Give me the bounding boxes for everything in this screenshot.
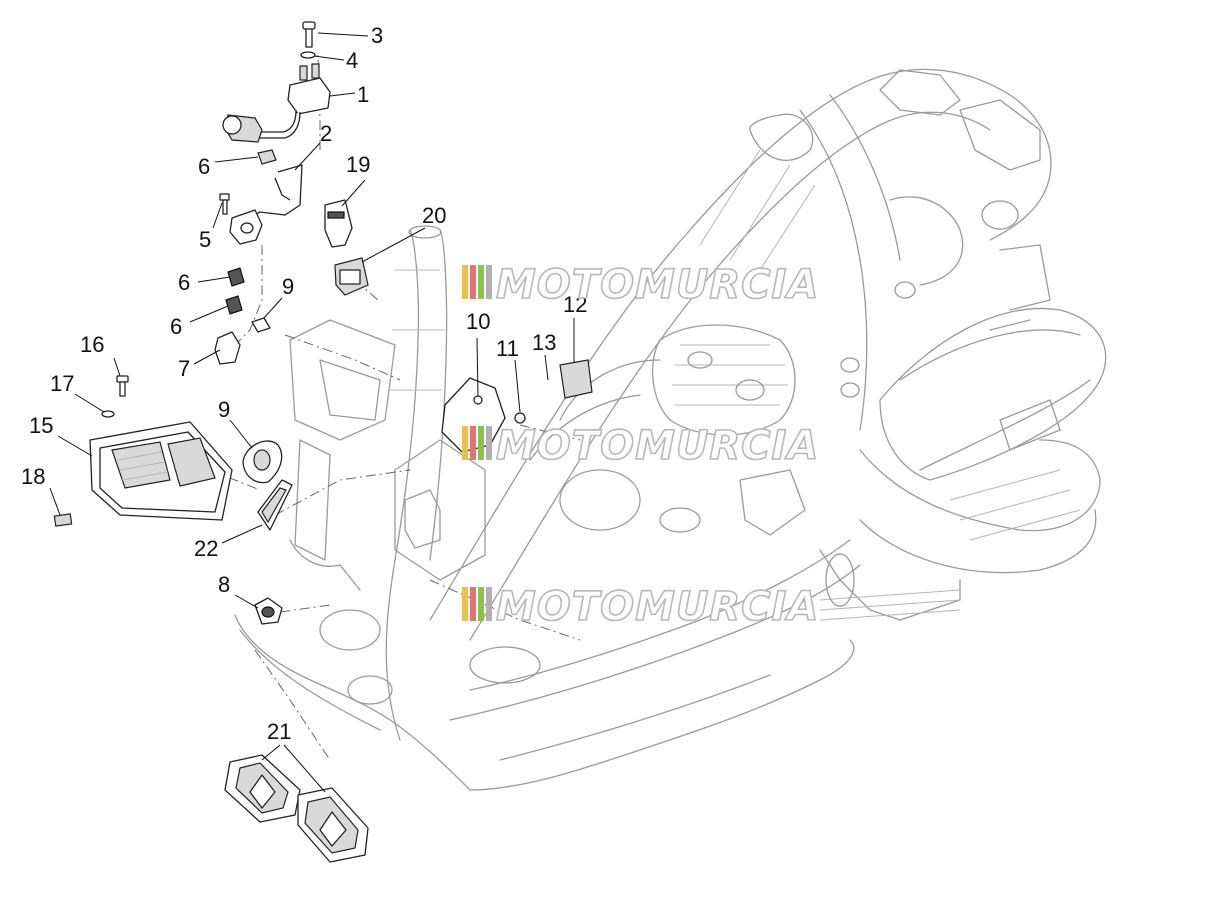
callout-21: 21: [267, 719, 291, 744]
part-6-clip-b: [227, 267, 245, 287]
part-6-clip-c: [225, 295, 243, 315]
part-19-washer: [101, 410, 115, 418]
callout-2: 2: [320, 121, 332, 146]
callout-3: 3: [371, 23, 383, 48]
callout-6b: 6: [178, 270, 190, 295]
callout-5: 5: [199, 227, 211, 252]
callout-11: 10: [466, 309, 490, 334]
watermark-text: MOTOMURCIA: [496, 262, 819, 308]
part-22-cover: [257, 479, 293, 531]
part-holder: [229, 209, 263, 245]
callout-20: 18: [21, 464, 45, 489]
part-7-clamp: [214, 331, 241, 365]
watermark-text: MOTOMURCIA: [496, 584, 819, 630]
part-6-clip-a: [257, 149, 277, 165]
part-5-screw: [219, 193, 230, 215]
part-21-mat-a: [224, 754, 301, 823]
callout-4: 4: [346, 48, 358, 73]
part-4-washer: [300, 51, 316, 59]
callout-22: 22: [194, 536, 218, 561]
callout-17: 15: [29, 413, 53, 438]
part-21-mat-b: [297, 787, 369, 863]
watermark-stripe-yellow: [462, 426, 468, 460]
callout-6c: 6: [170, 314, 182, 339]
watermark-stripe-green: [478, 265, 484, 299]
watermark-stripe-yellow: [462, 265, 468, 299]
callout-7: 7: [178, 356, 190, 381]
part-9-ring: [242, 440, 283, 484]
callout-12: 11: [496, 336, 519, 361]
callout-6a: 6: [198, 154, 210, 179]
callout-1: 1: [357, 82, 369, 107]
scooter-frame: [234, 68, 1107, 791]
watermark-stripe-red: [470, 587, 476, 621]
callout-15: 19: [346, 152, 370, 177]
callout-13: 12: [563, 292, 587, 317]
part-10-nut: [251, 317, 271, 333]
leader-lines: [49, 32, 575, 793]
watermark-stripe-grey: [486, 265, 492, 299]
part-17-control-unit: [89, 421, 233, 521]
part-20-connector: [53, 513, 73, 527]
watermark-stripe-yellow: [462, 587, 468, 621]
watermark-2: MOTOMURCIA: [462, 422, 819, 470]
part-8-clamp: [254, 597, 283, 625]
watermark-3: MOTOMURCIA: [462, 583, 819, 631]
callout-19: 17: [50, 371, 74, 396]
part-15-relay: [324, 199, 353, 248]
part-1-ignition-coil: [222, 63, 331, 143]
part-13-relay: [559, 359, 593, 399]
callout-14: 13: [532, 330, 556, 355]
callout-10: 9: [282, 274, 294, 299]
part-18-screw: [116, 375, 129, 397]
callout-9: 9: [218, 397, 230, 422]
watermark-stripe-grey: [486, 587, 492, 621]
watermark-text: MOTOMURCIA: [496, 423, 819, 469]
callout-labels: 3 4 1 2 6 19 20 5 6 9 12 6 10 13 16 11 7…: [21, 23, 587, 744]
part-16-relay: [334, 257, 369, 296]
watermark-stripe-green: [478, 426, 484, 460]
watermark-stripe-green: [478, 587, 484, 621]
watermark-1: MOTOMURCIA: [462, 261, 819, 309]
callout-18: 16: [80, 332, 104, 357]
part-12-nut: [514, 412, 526, 424]
watermark-stripe-red: [470, 426, 476, 460]
alignment-lines: [209, 54, 581, 761]
part-3-bolt: [302, 21, 316, 48]
watermark-stripe-grey: [486, 426, 492, 460]
callout-8: 8: [218, 572, 230, 597]
watermark-stripe-red: [470, 265, 476, 299]
callout-16: 20: [422, 203, 446, 228]
